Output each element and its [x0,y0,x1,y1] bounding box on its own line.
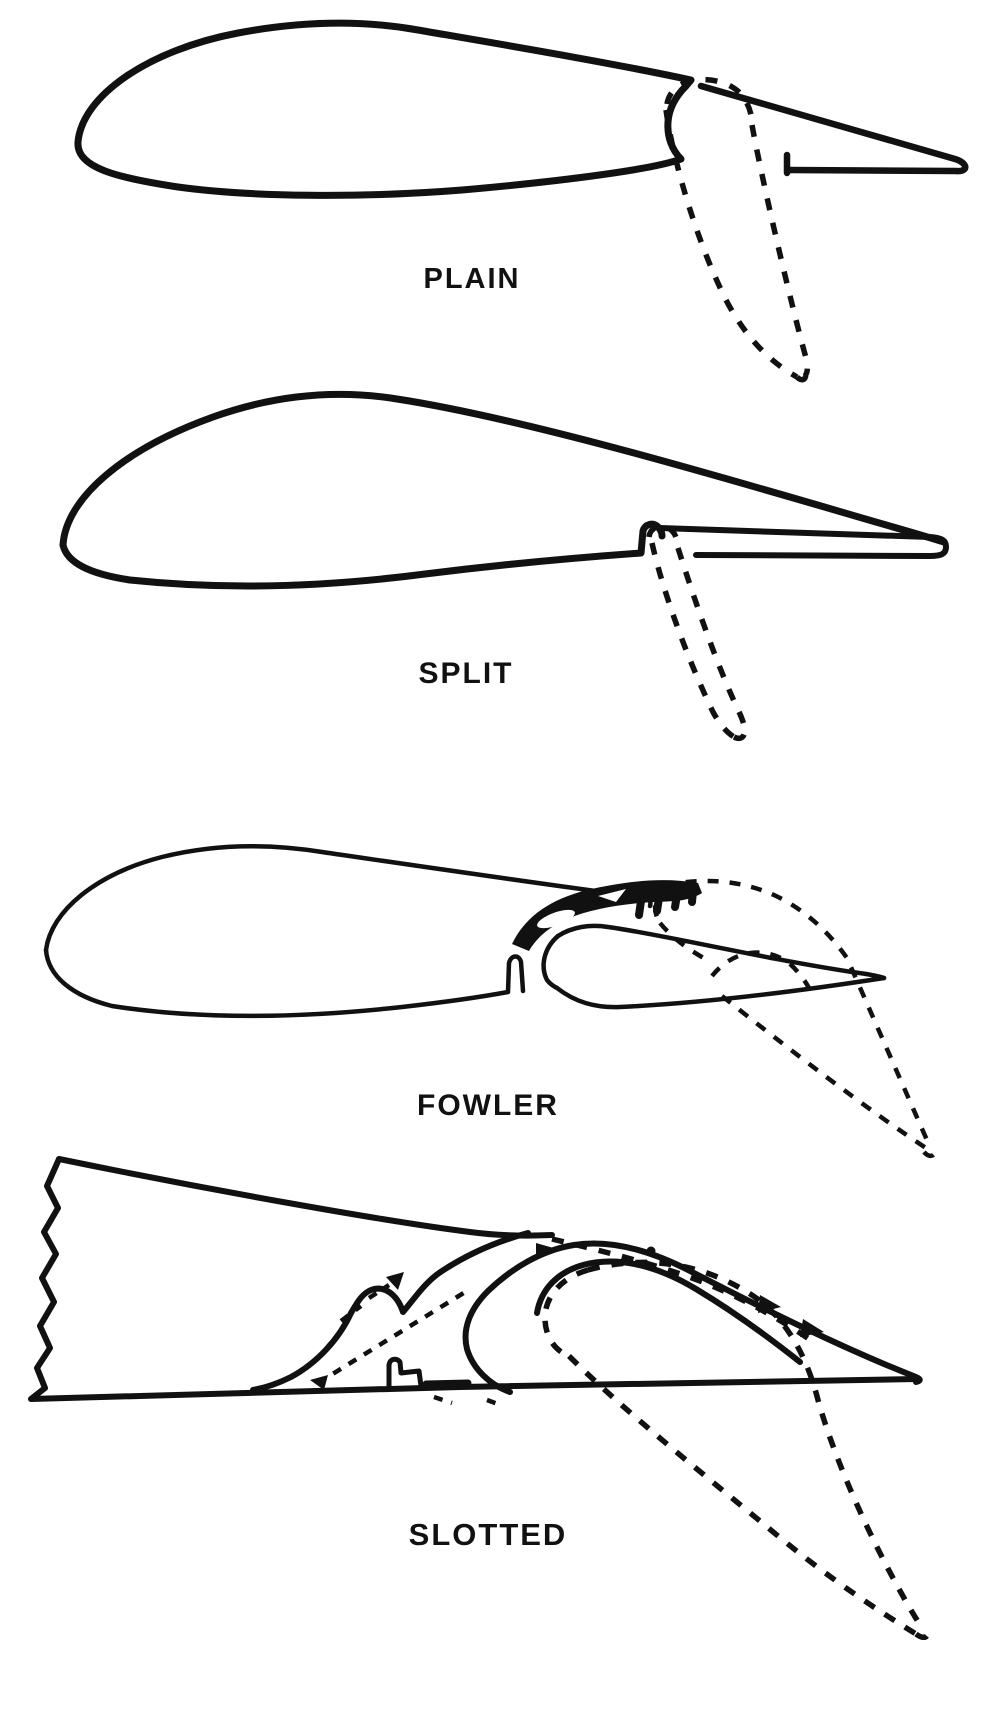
fowler-track-lightening-hole [537,909,575,929]
fowler-flap-extended-upper-dashed [663,878,933,1148]
split-airfoil-upper-surface [59,390,948,549]
fowler-track-rollers [635,887,697,919]
slotted-flow-arrow-3 [800,1319,824,1337]
label-fowler: FOWLER [417,1089,559,1122]
slotted-slot-arrow [310,1375,328,1390]
slotted-flap-track-bracket [386,1356,424,1389]
fowler-airfoil-lower-surface [43,947,526,1019]
slotted-underside-dashes [433,1394,504,1409]
fowler-flap-diagram: FOWLER [43,843,938,1159]
slotted-slot-flow-line-dashed [316,1287,472,1385]
slotted-track-foot [422,1379,472,1388]
slotted-wing-jagged-edge-and-chord [28,1156,921,1402]
plain-flap-deflected-nose-dashed [664,76,755,126]
plain-flap-deflected-right-edge-dashed [749,124,811,378]
fowler-track-mechanism [512,880,702,951]
slotted-flow-arrow-1 [536,1243,557,1257]
slotted-flow-arrow-2 [758,1295,781,1313]
slotted-bump-dashes [339,1283,391,1323]
split-flap-deflected-tip-dashed [732,730,748,742]
slotted-wing-slot-lip [250,1230,531,1393]
slotted-bump-arrow [386,1272,404,1290]
split-flap-deflected-nose-dashed [646,523,680,544]
split-flap-retracted-strip [657,525,949,559]
fowler-flap-extended-shoulder-dashed [658,921,713,964]
plain-flap-deflected-left-edge-dashed [663,109,799,380]
label-slotted: SLOTTED [409,1517,568,1552]
plain-airfoil-outline [74,19,695,199]
split-flap-deflected-left-edge-dashed [649,542,736,740]
plain-flap-diagram: PLAIN [74,19,969,383]
split-airfoil-lower-surface [59,520,666,590]
slotted-flap-deployed-tip-dashed [914,1625,931,1640]
plain-flap-retracted [697,82,969,175]
fowler-flap-stowed-nose [541,933,561,991]
label-plain: PLAIN [424,263,521,295]
fowler-flap-extended-tip-dashed [922,1146,938,1159]
fowler-flap-extended-inner-arc-dashed [710,950,811,990]
split-flap-deflected-right-edge-dashed [675,547,748,733]
slotted-flap-deployed-nose-dashed [542,1267,589,1359]
plain-flap-deflected-tip-dashed [795,372,809,383]
fowler-flap-stowed-lower [554,975,887,1010]
label-split: SPLIT [418,657,513,690]
slotted-flap-deployed-lower-dashed [567,1354,918,1637]
split-flap-diagram: SPLIT [59,390,949,742]
slotted-flap-inner-arc [534,1258,803,1365]
fowler-track-cutout [598,889,626,902]
slotted-dash-dot [646,1246,656,1256]
slotted-flap-outer-profile [462,1240,923,1395]
fowler-flap-extended-lower-edge-dashed [720,994,931,1152]
slotted-flap-position1-dashed [551,1236,814,1344]
slotted-flap-diagram: SLOTTED [28,1156,931,1640]
fowler-flap-extended-nose-dashed [652,884,666,925]
slotted-flap-deployed-upper-dashed [587,1259,925,1630]
slotted-wing-upper-surface [56,1156,555,1239]
fowler-flap-stowed-upper [555,923,887,981]
